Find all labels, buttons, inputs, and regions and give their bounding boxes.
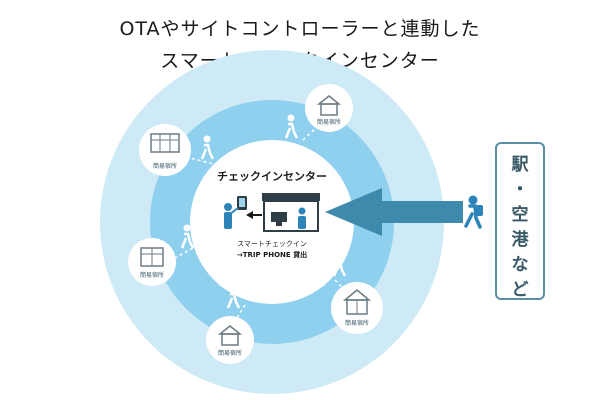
side-char: ど	[511, 280, 529, 300]
shop-icon	[140, 247, 164, 267]
lodging-top-left: 簡易宿所	[139, 124, 191, 176]
side-char: な	[511, 255, 529, 275]
traveler-icon	[224, 203, 239, 229]
lodging-label: 簡易宿所	[345, 319, 369, 327]
apartment-icon	[150, 133, 180, 153]
walker-icon	[332, 252, 347, 277]
checkin-booth-icon	[262, 193, 320, 232]
title-line-1: OTAやサイトコントローラーと連動した	[119, 18, 481, 40]
walker-icon	[180, 224, 195, 249]
big-arrow-icon	[325, 188, 463, 236]
staff-icon	[298, 207, 306, 229]
walker-icon	[284, 114, 299, 139]
left-arrow-icon	[246, 211, 262, 219]
house-icon	[342, 289, 372, 315]
center-title: チェックインセンター	[217, 170, 327, 183]
walker-icon	[226, 284, 241, 309]
center-caption-1: スマートチェックイン	[237, 240, 307, 248]
lodging-label: 簡易宿所	[153, 162, 177, 170]
connector-arrows	[174, 125, 346, 319]
side-char: ・	[511, 180, 529, 200]
lodging-left: 簡易宿所	[128, 238, 176, 286]
lodging-label: 簡易宿所	[140, 271, 164, 279]
center-caption-2: →TRIP PHONE 貸出	[237, 250, 307, 259]
walker-icon	[200, 135, 215, 160]
lodging-label: 簡易宿所	[218, 349, 242, 357]
side-char: 空	[511, 205, 529, 225]
lodging-top-right: 簡易宿所	[305, 84, 353, 132]
house-icon	[217, 325, 243, 346]
lodging-label: 簡易宿所	[317, 118, 341, 126]
smartphone-icon	[237, 196, 247, 210]
house-icon	[316, 95, 342, 116]
lodging-bottom: 簡易宿所	[206, 316, 254, 364]
side-char: 港	[511, 230, 529, 250]
lodging-bottom-right: 簡易宿所	[331, 282, 383, 334]
backpacker-icon	[464, 195, 483, 229]
station-airport-box: 駅 ・ 空 港 な ど	[495, 142, 545, 300]
side-char: 駅	[511, 155, 529, 175]
